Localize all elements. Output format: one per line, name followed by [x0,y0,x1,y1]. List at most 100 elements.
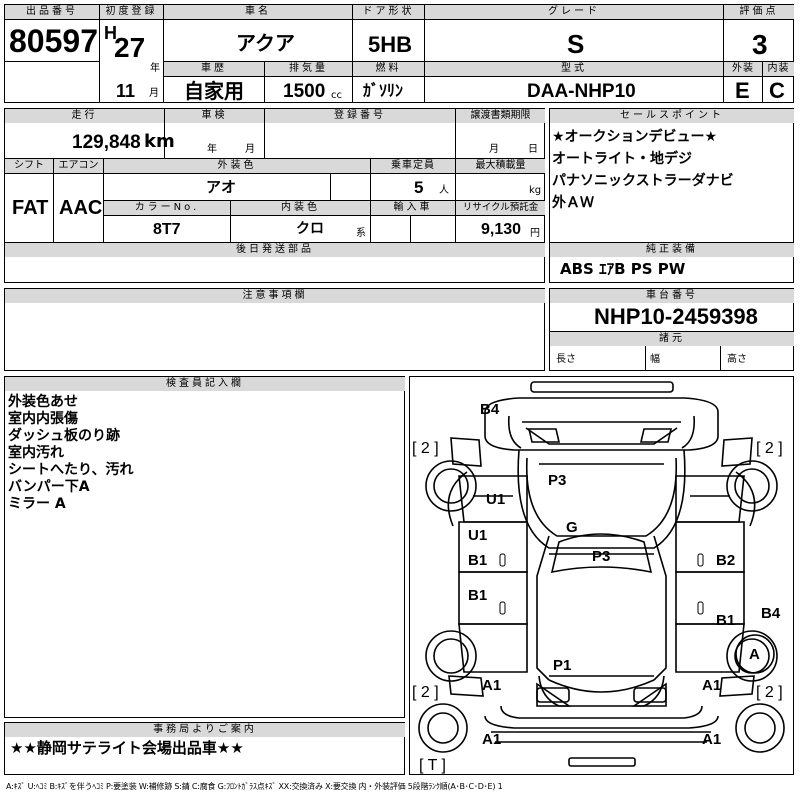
mark-u1-door: U1 [468,527,488,544]
chassis-box [549,288,794,371]
load-label: 最大積載量 [456,159,545,173]
ext-color: アオ [206,178,237,196]
ins-month-unit: 月 [245,144,255,155]
sales-point: ★オークションデビュー★ [552,129,718,145]
disp-label: 排気量 [265,62,352,76]
capacity-label: 乗車定員 [371,159,455,173]
recycle-label: リサイクル預託金 [456,201,545,215]
mirror-outline [721,437,753,467]
mark-u1-left: U1 [486,491,506,508]
mark-a1-bottom-right: A1 [702,731,722,748]
color-label: 外装色 [104,159,370,173]
transfer-day-unit: 日 [528,144,538,155]
mark-b1-front-door: B1 [468,552,488,569]
inspector-note: シートへたり、汚れ [8,462,134,478]
tread-rear-right: [ 2 ] [756,440,783,457]
tread-front-left: [ 2 ] [412,684,439,701]
year-unit: 年 [150,63,160,74]
model-label: 型式 [425,62,723,76]
height-label: 高さ [727,354,747,365]
inspector-box [4,376,405,718]
tyre-front-left [425,630,477,682]
inspector-note: 室内内張傷 [8,411,78,427]
intcolor: クロ [296,221,324,237]
body-center-outline [517,449,686,549]
equipment-label: 純正装備 [550,243,794,257]
fuel-label: 燃料 [353,62,424,76]
inspector-note: 室内汚れ [8,445,64,461]
mark-p3-roof: P3 [548,472,567,489]
car-diagram [418,381,785,767]
mark-a1-bottom-left: A1 [482,731,502,748]
score: 3 [752,29,768,60]
door-label: ドア形状 [353,5,424,19]
model-code: DAA-NHP10 [527,81,636,102]
sales-points-label: セールスポイント [550,109,794,123]
damage-circle [735,634,775,674]
mark-b2: B2 [716,552,736,569]
score-label: 評価点 [724,5,794,19]
lot-label: 出品番号 [5,5,99,19]
sales-point: パナソニックストラーダナビ [552,173,734,189]
mark-p1: P1 [553,657,572,674]
door-type: 5HB [368,32,413,57]
sales-point: オートライト・地デジ [552,151,692,167]
shift-label: シフト [5,159,53,173]
sales-points-box [549,108,794,283]
notes-box [4,288,545,371]
inspector-note: バンパー下A [8,479,90,495]
vehicle-info-table [4,108,545,283]
load-unit: kg [529,185,542,196]
inspector-notes: 外装色あせ 室内内張傷 ダッシュ板のり跡 室内汚れ シートへたり、汚れ バンパー… [8,394,398,513]
office-text: ★★静岡サテライト会場出品車★★ [10,739,244,757]
mark-b4-top: B4 [480,401,500,418]
shift: FAT [12,197,49,219]
import-label: 輸入車 [371,201,455,215]
disp-unit: cc [331,90,342,101]
windshield-outline [550,533,653,574]
chassis-label: 車台番号 [550,289,794,303]
length-label: 長さ [556,354,576,365]
mark-p3-bonnet: P3 [592,548,611,565]
car-name-label: 車名 [164,5,352,19]
notes-label: 注意事項欄 [5,289,545,303]
inspector-note: ミラー A [8,496,66,512]
equipment-value: ABS ｴｱB PS PW [560,260,686,278]
fuel: ｶﾞｿﾘﾝ [363,81,404,100]
history-label: 車歴 [164,62,264,76]
intcolor-label: 内装色 [231,201,370,215]
ac-label: エアコン [54,159,103,173]
grade-label: グレード [425,5,723,19]
later-parts-label: 後日発送部品 [5,243,545,257]
header-table [4,4,794,103]
rear-bumper-outline [530,381,674,393]
first-reg-label: 初度登録 [100,5,163,19]
mileage-unit: km [144,131,175,152]
era: H [104,23,117,43]
inspector-note: 外装色あせ [8,394,78,410]
tyre-front-right [726,630,778,682]
recycle-amount: 9,130 [481,221,522,238]
capacity-unit: 人 [439,185,449,196]
int-grade: C [769,78,785,103]
office-label: 事務局よりご案内 [5,723,405,737]
office-box [4,722,405,775]
mileage-label: 走行 [5,109,164,123]
car-name: アクア [236,31,295,55]
chassis-number: NHP10-2459398 [594,304,758,329]
reg-label: 登録番号 [265,109,455,123]
transfer-month-unit: 月 [489,144,499,155]
first-reg-year: 27 [114,32,146,63]
mark-g: G [566,519,578,536]
ac: AAC [59,197,103,219]
lot-number: 80597 [9,23,98,59]
history: 自家用 [184,79,244,103]
car-diagram-box [409,376,794,775]
sales-points-list: ★オークションデビュー★ オートライト・地デジ パナソニックストラーダナビ 外Ａ… [552,126,792,214]
front-bumper-outline [500,705,703,719]
capacity: 5 [414,178,424,197]
month-unit: 月 [149,88,159,99]
right-door-panel [675,475,745,523]
tyre-rear-left [425,460,477,512]
tread-spare: [ T ] [419,757,446,774]
